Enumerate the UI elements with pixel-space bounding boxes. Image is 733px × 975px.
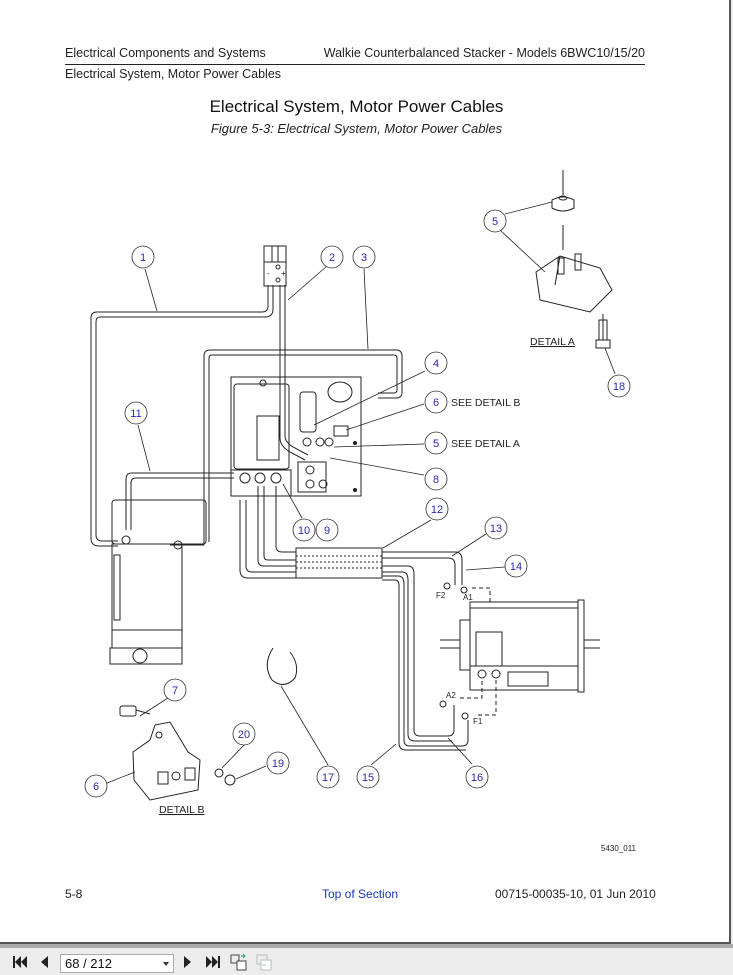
callout-15-circle [356, 765, 380, 789]
callout-2: 2 [329, 252, 335, 264]
callout-6a: 6 [433, 397, 439, 409]
top-of-section-link[interactable]: Top of Section [322, 887, 399, 901]
header-chapter: Electrical Components and Systems [65, 46, 266, 60]
callout-14-circle [504, 554, 528, 578]
page-title: Electrical System, Motor Power Cables [209, 97, 504, 116]
callout-10-circle [292, 518, 316, 542]
controller-label [256, 415, 280, 461]
previous-page-button[interactable] [36, 953, 52, 971]
callout-3-circle [352, 245, 376, 269]
figure-caption: Figure 5-3: Electrical System, Motor Pow… [210, 121, 503, 136]
callout-18: 18 [613, 381, 625, 393]
header-product: Walkie Counterbalanced Stacker - Models … [323, 46, 645, 60]
controller-panel [230, 376, 362, 497]
callout-7: 7 [172, 685, 178, 697]
circuit-breaker [333, 425, 349, 437]
detail-b-drawing [119, 647, 298, 801]
cable-1 [90, 285, 274, 547]
callout-16: 16 [471, 772, 483, 784]
page-number-value: 68 / 212 [65, 956, 112, 971]
first-page-button[interactable] [10, 953, 30, 971]
callout-1-circle [131, 245, 155, 269]
callout-17: 17 [322, 772, 334, 784]
callout-12: 12 [431, 504, 443, 516]
callout-2-circle [320, 245, 344, 269]
drive-motor [440, 587, 600, 716]
callout-17-circle [316, 765, 340, 789]
cable-2 [279, 285, 309, 461]
connector-plus: + [281, 269, 286, 278]
header-section: Electrical System, Motor Power Cables [65, 67, 282, 81]
callout-7-circle [163, 678, 187, 702]
callout-19: 19 [272, 758, 284, 770]
callout-10: 10 [298, 525, 310, 537]
page-number-input[interactable]: 68 / 212 [60, 954, 174, 973]
cable-harness [295, 547, 383, 579]
terminal-a2: A2 [446, 691, 456, 700]
callout-5a: 5 [492, 216, 498, 228]
callout-13-circle [484, 516, 508, 540]
last-page-icon [206, 956, 220, 968]
pump-motor [109, 499, 207, 665]
callout-6a-circle [424, 390, 448, 414]
cable-11 [125, 472, 234, 530]
callout-6b-circle [84, 774, 108, 798]
callout-18-circle [607, 374, 631, 398]
callout-4-circle [424, 351, 448, 375]
detail-a-drawing [535, 170, 613, 349]
callout-5a-circle [483, 209, 507, 233]
callout-11: 11 [130, 408, 141, 420]
controller [233, 383, 290, 470]
callout-8: 8 [433, 474, 439, 486]
note-see-detail-b: SEE DETAIL B [451, 397, 520, 409]
retaining-ring [266, 647, 298, 685]
terminal-a1: A1 [463, 593, 473, 602]
connector-minus: - [267, 269, 270, 278]
callout-12-circle [425, 497, 449, 521]
callout-11-circle [124, 401, 148, 425]
callout-9: 9 [324, 525, 330, 537]
next-page-button[interactable] [180, 953, 196, 971]
contactor [327, 381, 353, 403]
callout-13: 13 [490, 523, 502, 535]
page-view-button[interactable] [254, 953, 274, 971]
callout-5b-circle [424, 431, 448, 455]
viewer-separator [0, 944, 733, 948]
battery-connector [263, 245, 287, 287]
callout-15: 15 [362, 772, 374, 784]
label-detail-a: DETAIL A [530, 336, 575, 348]
label-detail-b: DETAIL B [159, 804, 205, 816]
note-see-detail-a: SEE DETAIL A [451, 438, 520, 450]
callout-8-circle [424, 467, 448, 491]
terminal-f1: F1 [473, 717, 483, 726]
chevron-down-icon[interactable] [163, 962, 169, 966]
wiring-diagram: 1 2 3 4 5 5 6 6 7 8 9 10 11 12 13 14 15 … [84, 170, 631, 816]
callout-6b: 6 [93, 781, 99, 793]
callout-5b: 5 [433, 438, 439, 450]
first-page-icon [13, 956, 27, 968]
callout-16-circle [465, 765, 489, 789]
rotate-view-button[interactable] [229, 953, 249, 971]
cable-3 [170, 349, 403, 546]
callout-1: 1 [140, 252, 146, 264]
callout-4: 4 [433, 358, 439, 370]
callout-20: 20 [238, 729, 250, 741]
callout-9-circle [315, 518, 339, 542]
callout-19-circle [266, 751, 290, 775]
rotate-view-icon [230, 953, 247, 971]
page-view-icon [256, 954, 272, 971]
last-page-button[interactable] [203, 953, 223, 971]
callout-14: 14 [510, 561, 522, 573]
terminal-block [297, 461, 327, 493]
fuse [299, 391, 317, 433]
figure-id: 5430_011 [601, 844, 636, 853]
terminal-f2: F2 [436, 591, 446, 600]
footer-page-number: 5-8 [65, 887, 83, 901]
footer-doc-id: 00715-00035-10, 01 Jun 2010 [495, 887, 656, 901]
callout-3: 3 [361, 252, 367, 264]
previous-page-icon [41, 956, 48, 968]
header-rule [65, 64, 645, 65]
next-page-icon [184, 956, 191, 968]
callout-20-circle [232, 722, 256, 746]
